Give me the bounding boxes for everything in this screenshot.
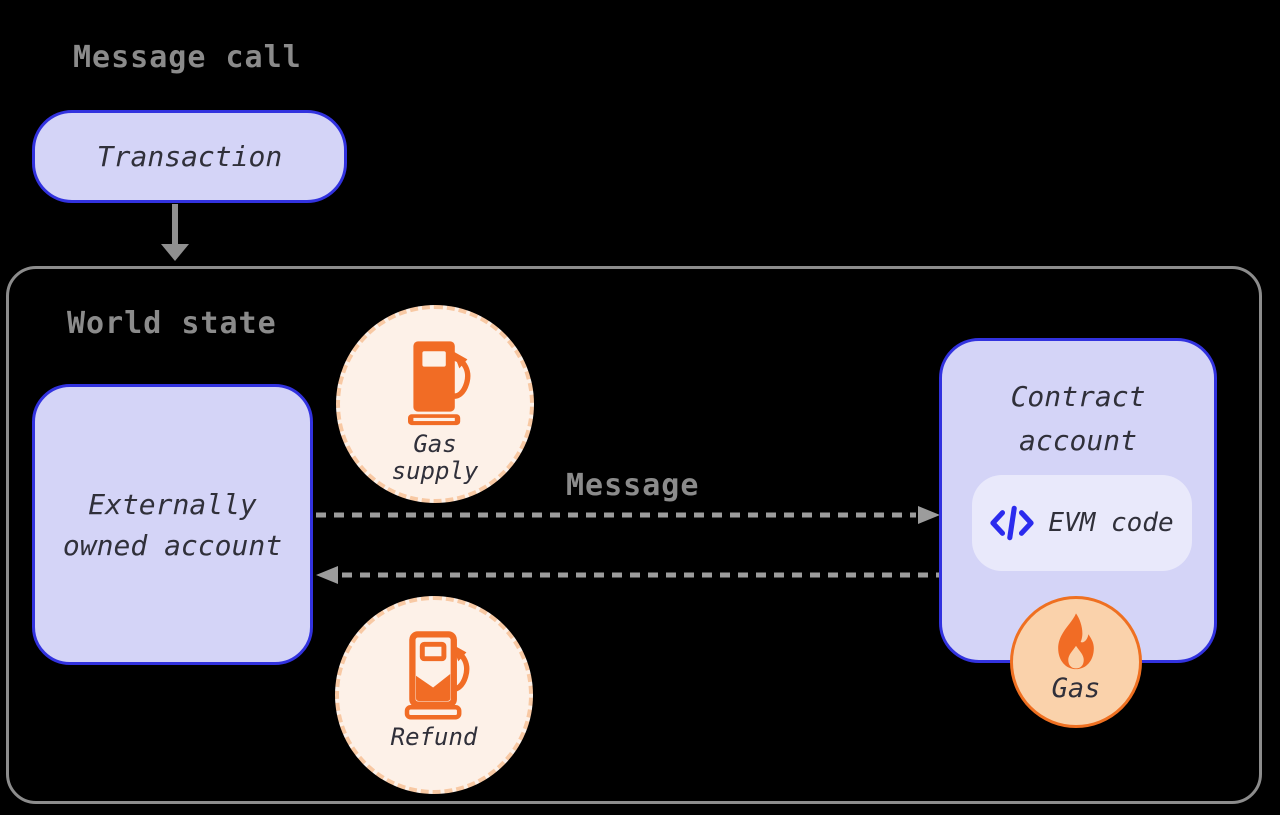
gas-pump-refund-icon xyxy=(404,631,470,720)
down-arrow-head-icon xyxy=(161,244,189,261)
eoa-label-line2: owned account xyxy=(62,528,283,562)
transaction-label: Transaction xyxy=(96,140,283,173)
message-arrow xyxy=(316,506,940,524)
evm-code-label: EVM code xyxy=(1048,508,1174,538)
world-state-container xyxy=(6,266,1262,804)
refund-label: Refund xyxy=(390,723,478,751)
contract-label-line2: account xyxy=(1018,424,1137,457)
code-icon xyxy=(990,505,1035,541)
gas-label: Gas xyxy=(1051,673,1101,704)
refund-node: Refund xyxy=(335,596,533,794)
transaction-node: Transaction xyxy=(32,110,347,203)
gas-pump-icon xyxy=(408,341,471,426)
eoa-label-line1: Externally xyxy=(88,487,257,521)
gas-supply-label-line2: supply xyxy=(391,457,479,485)
gas-supply-node: Gas supply xyxy=(336,305,534,503)
gas-node: Gas xyxy=(1010,596,1142,728)
contract-label-line1: Contract xyxy=(1010,380,1146,413)
world-state-label: World state xyxy=(67,306,277,341)
flame-icon xyxy=(1058,613,1094,670)
gas-supply-label-line1: Gas xyxy=(413,430,457,458)
message-edge-label: Message xyxy=(566,468,700,503)
eoa-node: Externally owned account xyxy=(32,384,313,665)
evm-code-box: EVM code xyxy=(972,475,1192,571)
return-arrow xyxy=(316,566,940,584)
down-arrow-icon xyxy=(172,204,178,246)
diagram-title: Message call xyxy=(73,40,302,75)
